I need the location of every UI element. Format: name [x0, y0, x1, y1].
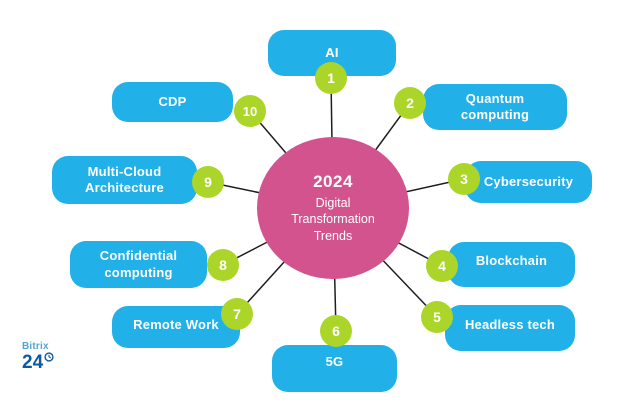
trend-node-remote-work: Remote Work [112, 306, 240, 348]
badge-number: 5 [433, 309, 441, 325]
trend-label: Multi-Cloud Architecture [85, 163, 164, 195]
trend-label: CDP [158, 93, 187, 109]
trend-number-badge-4: 4 [426, 250, 458, 282]
badge-number: 7 [233, 306, 241, 322]
trend-label: Cybersecurity [483, 173, 574, 189]
trend-number-badge-9: 9 [192, 166, 224, 198]
trend-number-badge-2: 2 [394, 87, 426, 119]
trend-number-badge-5: 5 [421, 301, 453, 333]
trend-number-badge-8: 8 [207, 249, 239, 281]
logo-brand-top: Bitrix [22, 341, 49, 352]
badge-number: 10 [242, 103, 258, 119]
trend-label: Headless tech [464, 316, 556, 332]
trend-node-cybersecurity: Cybersecurity [465, 161, 592, 203]
trend-label: Confidential computing [99, 248, 178, 280]
trend-node-cdp: CDP [112, 82, 233, 122]
center-year: 2024 [313, 171, 353, 191]
badge-number: 8 [219, 257, 227, 273]
center-topic-circle: 2024 Digital Transformation Trends [257, 137, 409, 279]
trend-number-badge-10: 10 [234, 95, 266, 127]
logo-brand-bottom: 24 [22, 352, 44, 373]
trend-number-badge-3: 3 [448, 163, 480, 195]
clock-icon [44, 352, 54, 362]
bitrix24-logo: Bitrix 24 [22, 342, 54, 372]
trend-node-5g: 5G [272, 345, 397, 392]
badge-number: 4 [438, 258, 446, 274]
trend-node-headless-tech: Headless tech [445, 305, 575, 351]
trend-number-badge-6: 6 [320, 315, 352, 347]
badge-number: 1 [327, 70, 335, 86]
trend-node-confidential-computing: Confidential computing [70, 241, 207, 288]
badge-number: 9 [204, 174, 212, 190]
trend-number-badge-7: 7 [221, 298, 253, 330]
trend-node-quantum-computing: Quantum computing [423, 84, 567, 130]
trend-number-badge-1: 1 [315, 62, 347, 94]
trend-label: AI [325, 44, 339, 60]
trend-label: Remote Work [133, 316, 219, 332]
trend-node-blockchain: Blockchain [448, 242, 575, 287]
trend-label: 5G [325, 354, 344, 369]
trend-label: Blockchain [475, 253, 548, 269]
badge-number: 2 [406, 95, 414, 111]
center-subtitle: Digital Transformation Trends [291, 195, 375, 243]
badge-number: 6 [332, 323, 340, 339]
badge-number: 3 [460, 171, 468, 187]
trend-node-multi-cloud-architecture: Multi-Cloud Architecture [52, 156, 197, 204]
trend-label: Quantum computing [460, 90, 530, 122]
